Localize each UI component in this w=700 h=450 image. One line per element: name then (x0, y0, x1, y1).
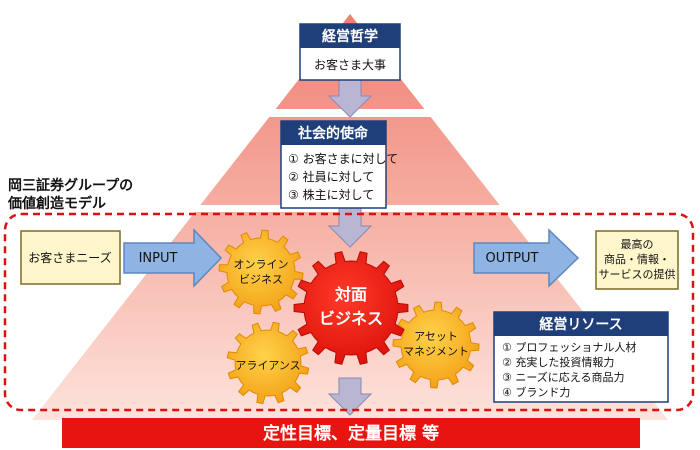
mission-item: ② 社員に対して (288, 169, 374, 184)
input-label: INPUT (139, 251, 178, 266)
face-to-face-business-label: ビジネス (319, 309, 383, 328)
mission-title: 社会的使命 (297, 125, 369, 142)
mission-to-model-arrow (327, 207, 373, 248)
output-box: 最高の 商品・情報・ サービスの提供 (595, 230, 679, 290)
management-resources-title: 経営リソース (539, 316, 622, 333)
value-model-frame (3, 212, 695, 412)
mission-box: 社会的使命 ① お客さまに対して ② 社員に対して ③ 株主に対して (280, 120, 398, 209)
output-box-line: 最高の (621, 237, 654, 251)
output-arrow: OUTPUT (473, 228, 580, 288)
model-to-goal-arrow (327, 377, 373, 416)
management-resources-item: ③ ニーズに応える商品力 (502, 370, 624, 384)
output-box-line: サービスの提供 (599, 267, 676, 281)
group-title-line1: 岡三証券グループの (8, 177, 133, 194)
philosophy-title: 経営哲学 (322, 28, 378, 45)
goal-bar: 定性目標、定量目標 等 (62, 418, 640, 448)
philosophy-item: お客さま大事 (314, 57, 386, 72)
asset-management-label: アセット (414, 330, 458, 343)
customer-needs-box: お客さまニーズ (20, 230, 121, 285)
asset-management-gear: アセット マネジメント (392, 301, 480, 389)
face-to-face-business-gear: 対面 ビジネス (293, 251, 409, 365)
philosophy-box: 経営哲学 お客さま大事 (299, 23, 401, 81)
management-resources-item: ② 充実した投資情報力 (502, 355, 614, 369)
customer-needs-label: お客さまニーズ (28, 250, 111, 265)
online-business-label: オンライン (234, 258, 289, 271)
face-to-face-business-label: 対面 (334, 285, 367, 304)
management-resources-item: ④ ブランド力 (502, 385, 570, 399)
output-box-line: 商品・情報・ (604, 252, 670, 266)
mission-item: ③ 株主に対して (288, 187, 374, 202)
group-title-line2: 価値創造モデル (7, 195, 106, 212)
online-business-label: ビジネス (239, 273, 283, 286)
output-label: OUTPUT (486, 251, 539, 266)
goal-label: 定性目標、定量目標 等 (263, 423, 439, 444)
online-business-gear: オンライン ビジネス (218, 229, 304, 315)
alliance-label: アライアンス (235, 359, 300, 372)
alliance-gear: アライアンス (226, 321, 310, 405)
input-arrow: INPUT (123, 228, 223, 288)
management-resources-item: ① プロフェッショナル人材 (502, 340, 636, 354)
management-resources-box: 経営リソース ① プロフェッショナル人材 ② 充実した投資情報力 ③ ニーズに応… (493, 311, 669, 403)
mission-item: ① お客さまに対して (288, 151, 398, 166)
philosophy-to-mission-arrow (327, 79, 373, 118)
asset-management-label: マネジメント (403, 345, 469, 358)
